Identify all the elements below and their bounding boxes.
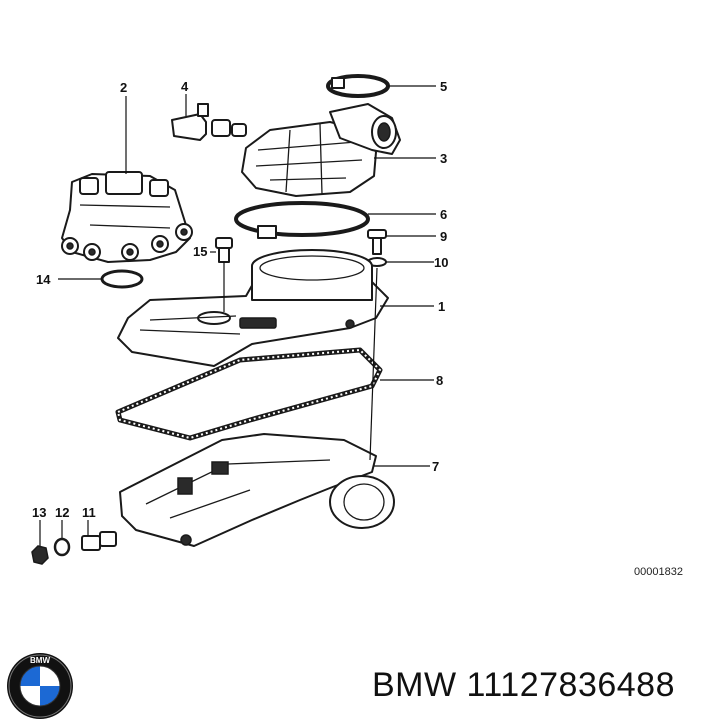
callout-1: 1: [438, 299, 445, 314]
part-1-throttle-body: [117, 249, 389, 367]
part-number-label: BMW 11127836488: [372, 666, 675, 704]
part-6-clamp-ring: [234, 201, 370, 239]
part-7-lower-manifold: [119, 433, 395, 547]
callout-8: 8: [436, 373, 443, 388]
callout-labels: 2 4 5 3 6 9 10 15 14 1 8 7 13 12 11: [32, 79, 448, 520]
part-9-bolt: [367, 229, 387, 255]
part-11-sensor: [81, 531, 117, 551]
part-14-o-ring: [100, 269, 144, 289]
diagram-code: 00001832: [634, 566, 683, 578]
callout-7: 7: [432, 459, 439, 474]
callout-6: 6: [440, 207, 447, 222]
part-15-plug: [215, 237, 233, 263]
part-3-cover: [241, 103, 401, 197]
part-4-fitting: [171, 103, 247, 141]
leader-lines: [39, 85, 436, 546]
callout-15: 15: [193, 244, 207, 259]
callout-13: 13: [32, 505, 46, 520]
part-8-gasket: [115, 347, 383, 441]
callout-5: 5: [440, 79, 447, 94]
bmw-logo: BMW: [7, 653, 73, 719]
callout-2: 2: [120, 80, 127, 95]
svg-text:BMW: BMW: [30, 656, 50, 665]
part-12-washer: [53, 537, 71, 557]
callout-10: 10: [434, 255, 448, 270]
callout-11: 11: [82, 505, 96, 520]
callout-4: 4: [181, 79, 189, 94]
callout-9: 9: [440, 229, 447, 244]
part-2-housing: [61, 171, 193, 263]
part-5-hose-clamp: [326, 74, 390, 98]
callout-12: 12: [55, 505, 69, 520]
callout-14: 14: [36, 272, 51, 287]
callout-3: 3: [440, 151, 447, 166]
part-13-nut: [31, 545, 49, 565]
